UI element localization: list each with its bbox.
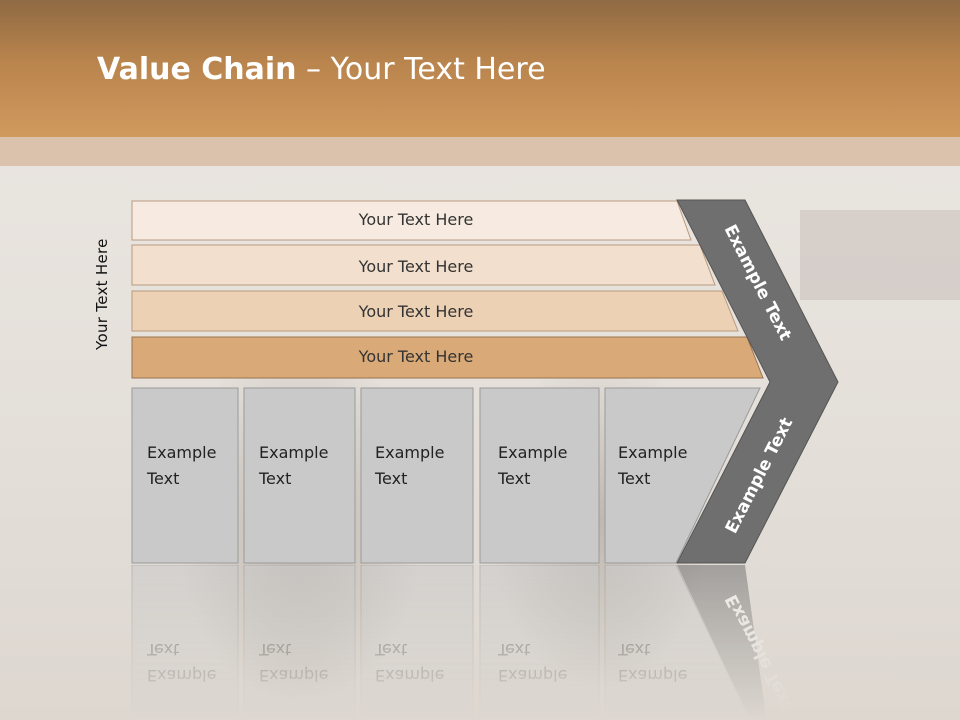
title-rest: – Your Text Here	[296, 52, 546, 87]
header-band	[0, 137, 960, 166]
box-5-reflection	[604, 564, 751, 720]
box-3-line2-reflection: Text	[374, 640, 407, 659]
box-2	[243, 387, 356, 564]
box-3-line1-reflection: Example	[375, 666, 444, 685]
bar-4	[131, 336, 764, 379]
box-5-line1-reflection: Example	[618, 666, 687, 685]
chevron-reflection	[677, 565, 767, 720]
bar-2	[131, 244, 716, 286]
box-1	[131, 387, 239, 564]
box-2-line2: Text	[258, 469, 291, 488]
box-3-reflection	[360, 564, 474, 720]
bar-1-label: Your Text Here	[358, 210, 474, 229]
chevron-arrow	[676, 199, 839, 564]
box-2-line1: Example	[259, 443, 328, 462]
box-1-line2: Text	[146, 469, 179, 488]
box-4	[479, 387, 600, 564]
box-4-line1-reflection: Example	[498, 666, 567, 685]
box-3	[360, 387, 474, 564]
header-banner	[0, 0, 960, 137]
box-3-line2: Text	[374, 469, 407, 488]
box-5	[604, 387, 761, 564]
box-1-line1: Example	[147, 443, 216, 462]
box-1-line1-reflection: Example	[147, 666, 216, 685]
box-5-line2: Text	[617, 469, 650, 488]
bar-2-label: Your Text Here	[358, 257, 474, 276]
box-2-line2-reflection: Text	[258, 640, 291, 659]
box-1-reflection	[131, 564, 239, 720]
boxes-group: Example Text Example Text Example Text E…	[131, 387, 761, 564]
box-4-line2-reflection: Text	[497, 640, 530, 659]
box-3-line1: Example	[375, 443, 444, 462]
title-bold: Value Chain	[97, 52, 297, 87]
bar-3	[131, 290, 739, 332]
box-4-line2: Text	[497, 469, 530, 488]
box-2-reflection	[243, 564, 356, 720]
bar-4-label: Your Text Here	[358, 347, 474, 366]
page-title: Value Chain – Your Text Here	[97, 52, 546, 87]
box-4-line1: Example	[498, 443, 567, 462]
box-5-line1: Example	[618, 443, 687, 462]
box-4-reflection	[479, 564, 600, 720]
box-2-line1-reflection: Example	[259, 666, 328, 685]
box-5-line2-reflection: Text	[617, 640, 650, 659]
bars-group: Your Text Here Your Text Here Your Text …	[131, 200, 764, 379]
reflection-group: Example Text Example Text Example Text E…	[131, 564, 797, 720]
bar-3-label: Your Text Here	[358, 302, 474, 321]
bar-1	[131, 200, 692, 241]
box-1-line2-reflection: Text	[146, 640, 179, 659]
background-decor	[800, 210, 960, 300]
